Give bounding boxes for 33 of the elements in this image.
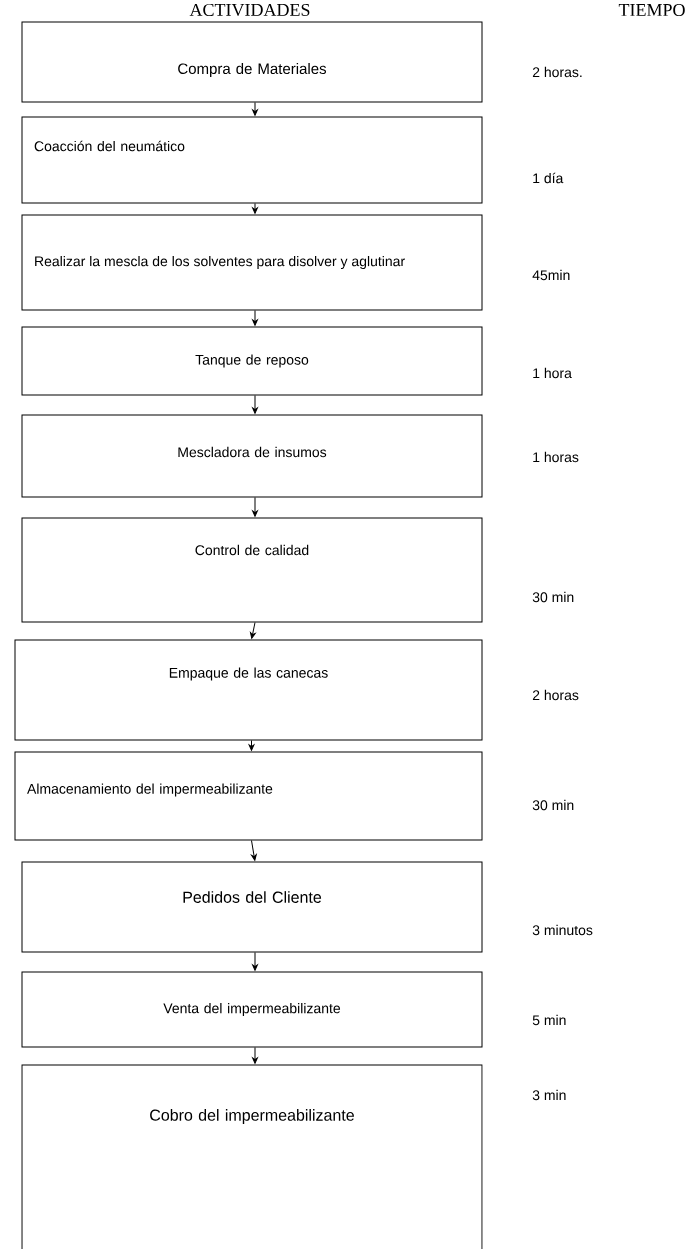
process-box: Control de calidad [21, 517, 483, 623]
process-box: Realizar la mescla de los solventes para disolver y aglutinar [21, 214, 483, 311]
duration-label: 30 min [532, 591, 574, 603]
arrow [252, 102, 258, 116]
arrow [251, 840, 257, 861]
process-box: Cobro del impermeabilizante [21, 1064, 483, 1249]
arrow [252, 1047, 258, 1064]
duration-label: 5 min [532, 1014, 566, 1026]
process-box: Venta del impermeabilizante [21, 971, 483, 1048]
arrow [252, 497, 258, 517]
duration-label: 2 horas [532, 689, 579, 701]
process-box: Mescladora de insumos [21, 414, 483, 498]
arrow [252, 952, 258, 971]
arrow [250, 622, 256, 639]
duration-label: 1 hora [533, 367, 572, 379]
process-box: Pedidos del Cliente [21, 861, 483, 953]
process-box: Coacción del neumático [21, 116, 483, 204]
duration-label: 45min [532, 269, 570, 281]
arrow [252, 203, 258, 214]
duration-label: 30 min [532, 799, 574, 811]
duration-label: 2 horas. [532, 66, 582, 78]
arrow [248, 740, 255, 751]
duration-label: 1 día [533, 172, 564, 184]
arrow [252, 310, 258, 326]
arrow [252, 395, 258, 414]
process-box: Empaque de las canecas [14, 639, 483, 741]
duration-label: 3 min [532, 1089, 566, 1101]
process-box: Almacenamiento del impermeabilizante [14, 751, 483, 841]
duration-label: 3 minutos [532, 924, 593, 936]
duration-label: 1 horas [533, 451, 579, 463]
column-header: TIEMPO [618, 3, 685, 17]
process-box: Tanque de reposo [21, 326, 483, 396]
process-box: Compra de Materiales [21, 21, 483, 103]
